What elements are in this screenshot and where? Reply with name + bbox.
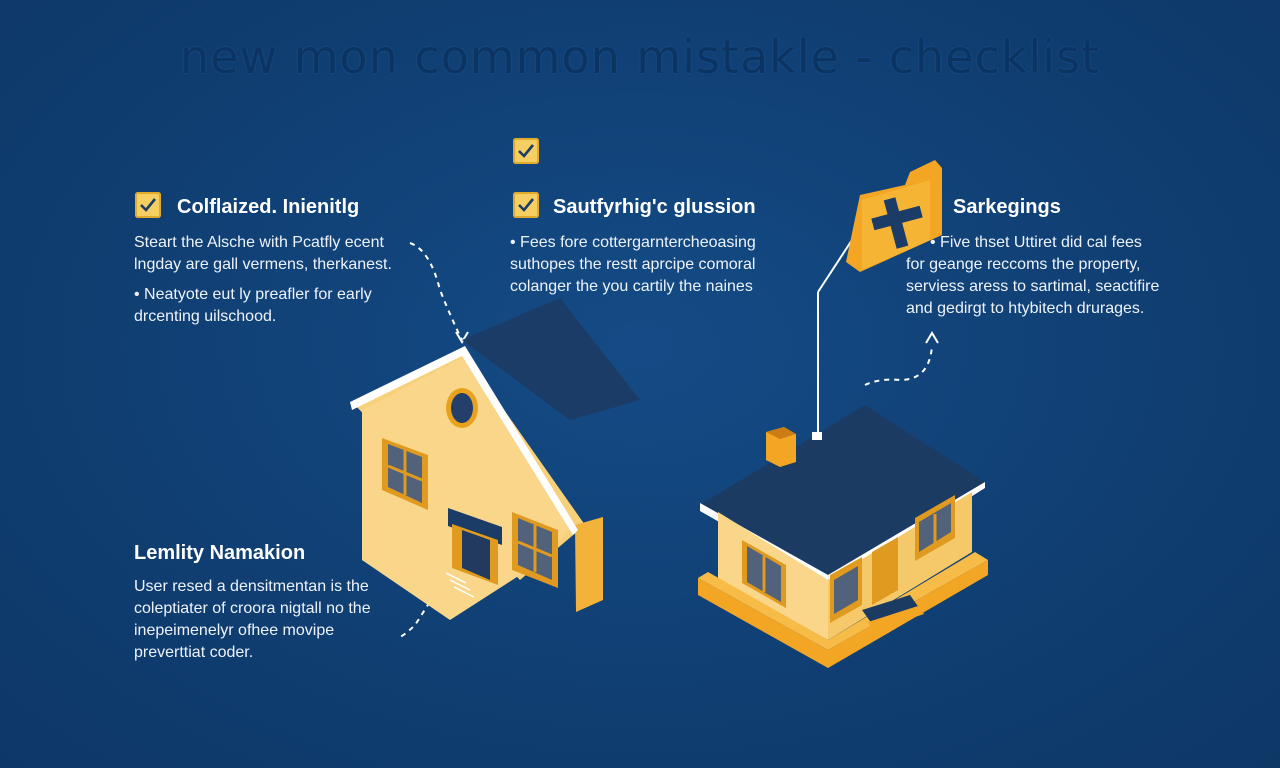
house-illustration [698, 239, 988, 668]
text-line: preverttiat coder. [134, 644, 254, 661]
text-line: inepeimenelyr ofhee movipe [134, 622, 335, 639]
text-line: • Fees fore cottergarntercheoasing [510, 234, 756, 251]
check-icon [513, 138, 539, 164]
section-heading: Lemlity Namakion [134, 542, 306, 564]
text-line: Steart the Alsche with Pcatfly ecent [134, 234, 384, 251]
house-illustration [350, 298, 640, 620]
section-heading: Sarkegings [953, 196, 1061, 218]
connector-line [397, 584, 441, 639]
text-line: suthopes the restt aprcipe comoral [510, 256, 756, 273]
text-line: serviess aress to sartimal, seactifire [906, 278, 1160, 295]
text-line: colanger the you cartily the naines [510, 278, 753, 295]
text-line: • Neatyote eut ly preafler for early [134, 286, 372, 303]
check-icon [513, 192, 539, 218]
text-line: User resed a densitmentan is the [134, 578, 369, 595]
check-icon [135, 192, 161, 218]
page-title: new mon common mistakle - checklist [180, 30, 1100, 84]
section-heading: Colflaized. Inienitlg [177, 196, 360, 218]
text-line: for geange reccoms the property, [906, 256, 1141, 273]
connector-line [409, 242, 463, 341]
text-line: and gedirgt to htybitech drurages. [906, 300, 1145, 317]
section-heading: Sautfyrhig'c glussion [553, 196, 756, 218]
text-line: drcenting uilschood. [134, 308, 277, 325]
text-line: coleptiater of croora nigtall no the [134, 600, 371, 617]
section-text: • Fees fore cottergarntercheoasing sutho… [510, 232, 756, 298]
folder-plus-icon [846, 160, 942, 272]
section-text: Steart the Alsche with Pcatfly ecent lng… [134, 232, 392, 328]
section-text: User resed a densitmentan is the colepti… [134, 576, 371, 664]
text-line: lngday are gall vermens, therkanest. [134, 256, 392, 273]
connector-line [864, 344, 933, 386]
text-line: • Five thset Uttiret did cal fees [930, 234, 1142, 251]
section-text: • Five thset Uttiret did cal fees for ge… [906, 232, 1159, 320]
